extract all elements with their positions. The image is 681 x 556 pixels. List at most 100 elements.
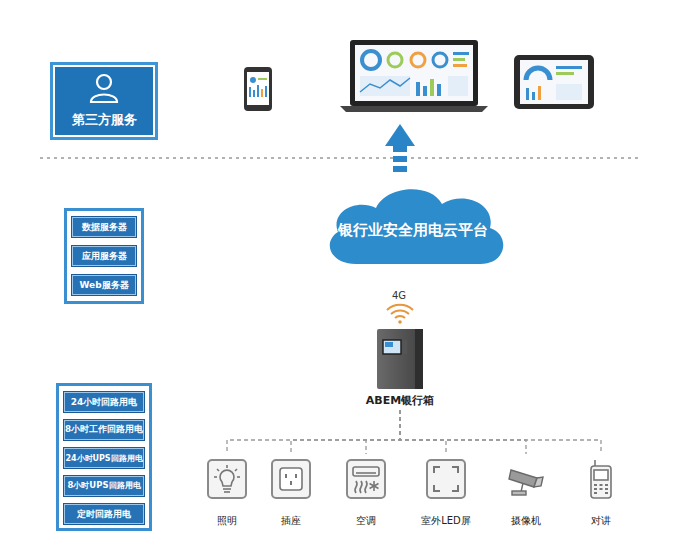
camera-load: 摄像机 [501,456,551,528]
graphic-part [261,89,263,97]
graphic-part [605,492,608,494]
circuit-box: 24小时UPS回路用电 [63,447,145,469]
graphic-part [393,146,407,152]
graphic-part [91,95,117,103]
node-label: 应用服务器 [82,250,127,263]
intercom-load: 对讲 [576,456,626,528]
graphic-part [258,78,267,80]
server-group-frame: 数据服务器应用服务器 Web服务器 [64,208,144,304]
graphic-part [360,76,410,96]
cloud-platform: 银行业安全用电云平台 [318,178,508,268]
graphic-part [224,491,230,493]
circuit-box: 定时回路用电 [63,503,145,525]
dashed-connector [227,410,400,454]
circuit-box: 24小时回路用电 [63,391,145,413]
graphic-part [448,76,468,96]
graphic-part [434,467,440,473]
graphic-part [97,75,111,89]
graphic-part [340,106,488,112]
graphic-part [244,67,272,111]
graphic-part [556,72,574,75]
graphic-part [285,474,297,485]
graphic-part [387,305,413,310]
graphic-part [534,477,543,487]
dashed-connector [291,410,400,454]
graphic-part [423,86,427,96]
node-label: 摄像机 [511,514,541,528]
graphic-part [235,469,237,471]
graphic-part [600,488,603,490]
graphic-part [214,476,217,478]
server-box: 数据服务器 [71,216,137,238]
graphic-part [388,53,402,67]
node-label: 银行业安全用电云平台 [338,221,488,240]
graphic-part [427,460,465,498]
node-label: 插座 [281,514,301,528]
graphic-part [353,467,379,476]
graphic-part [250,77,256,83]
graphic-part [398,320,402,324]
graphic-part [434,485,440,491]
graphic-part [594,488,597,490]
graphic-part [514,55,594,109]
graphic-part [391,310,409,314]
dashed-connector [400,410,526,454]
graphic-part [365,481,367,493]
graphic-part [403,340,407,354]
graphic-part [265,86,267,97]
graphic-part [594,484,608,494]
graphic-part [91,75,117,102]
bulb-icon [204,456,250,502]
graphic-part [220,470,234,486]
circuit-box: 8小时UPS回路用电 [63,475,145,497]
aircon-load: 空调 [341,456,391,528]
graphic-part [383,340,401,354]
graphic-part [416,82,420,96]
circuit-box: 8小时工作回路用电 [63,419,145,441]
service-box: 第三方服务 [50,62,158,140]
node-label: 第三方服务 [72,111,137,129]
node-label: 空调 [356,514,376,528]
ac-icon [343,456,389,502]
graphic-part [532,92,535,100]
graphic-part [509,470,543,495]
graphic-part [605,484,608,486]
graphic-part [453,58,465,61]
upload-arrow [385,124,415,172]
graphic-part [295,474,297,478]
graphic-part [208,460,246,498]
graphic-part [520,60,588,104]
dashed-connector [366,410,400,454]
graphic-part [355,45,473,101]
socket-icon [268,456,314,502]
graphic-part [526,88,529,100]
graphic-part [556,66,582,69]
graphic-part [249,87,251,97]
graphic-part [433,53,447,67]
graphic-part [370,484,379,489]
server-box: 应用服务器 [71,245,137,267]
node-label: ABEM银行箱 [366,393,434,408]
node-label: 定时回路用电 [77,508,131,521]
graphic-part [437,84,441,96]
graphic-part [330,189,504,264]
graphic-part [430,79,434,96]
graphic-part [594,492,597,494]
signal-label: 4G [392,290,406,301]
graphic-part [285,474,287,478]
tablet-illustration [514,55,594,109]
person-icon [84,69,124,105]
graphic-part [217,469,219,471]
graphic-part [395,316,405,318]
graphic-part [600,484,603,486]
graphic-part [556,84,582,100]
graphic-part [223,488,231,490]
graphic-part [257,85,259,97]
graphic-part [253,90,255,97]
node-label: 对讲 [591,514,611,528]
graphic-part [452,467,458,473]
node-label: Web服务器 [79,279,128,292]
node-label: 24小时回路用电 [71,396,138,409]
graphic-part [353,467,379,493]
